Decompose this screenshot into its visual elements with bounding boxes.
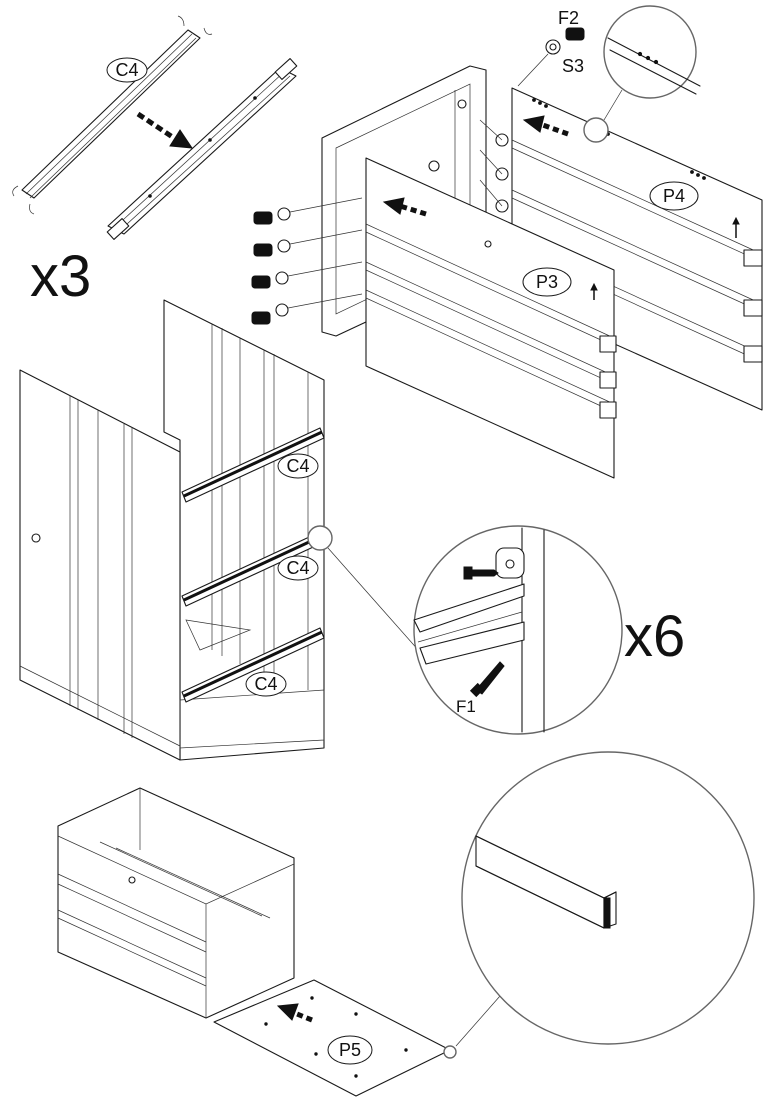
rail-c4-after [106,58,298,240]
rail-c4-label-group: C4 [106,57,148,83]
bottom-panel-arrow-icon [276,1003,313,1023]
nuts-group [479,119,509,213]
cabinet-base [57,787,295,1019]
side-panel-arrow-icon [382,197,427,217]
direction-arrow-icon [136,111,193,149]
rail-c4-label-top: C4 [286,456,309,476]
side-panel-p3-label: P3 [536,272,558,292]
side-panel-p3 [365,157,617,479]
back-panel-p4-label: P4 [663,186,685,206]
screw-f1-label: F1 [456,697,476,716]
side-panel-p3-label-group: P3 [522,267,572,297]
rails-multiplier: x3 [30,244,91,309]
screws-multiplier: x6 [624,604,685,669]
back-panel-arrow-icon [522,115,569,137]
screw-icon [463,566,499,580]
screw-detail-zoom: F1 [307,525,623,735]
edge-detail-zoom [443,751,755,1059]
bolts-group [251,197,363,325]
back-panel-p4-label-group: P4 [649,181,699,211]
washer-s3-label: S3 [562,56,584,76]
bolt-f2-label: F2 [558,8,579,28]
bolt-icon [251,293,363,325]
rail-installed-top [181,427,325,503]
rail-c4-label-bottom: C4 [254,674,277,694]
hole-detail-zoom [583,5,701,143]
bolt-icon [253,197,363,225]
bolt-washer-detail: F2 S3 [517,8,585,87]
bolt-icon [251,261,363,289]
rail-c4-before [12,15,213,215]
rail-c4-label-middle: C4 [286,558,309,578]
rail-installed-bottom [181,627,325,703]
bolt-icon [253,229,363,257]
rail-c4-label: C4 [115,60,138,80]
installed-rails: C4 C4 C4 [181,427,325,703]
screw-icon [469,661,505,698]
bottom-panel-p5-label: P5 [339,1040,361,1060]
back-panel-p4 [511,87,763,411]
